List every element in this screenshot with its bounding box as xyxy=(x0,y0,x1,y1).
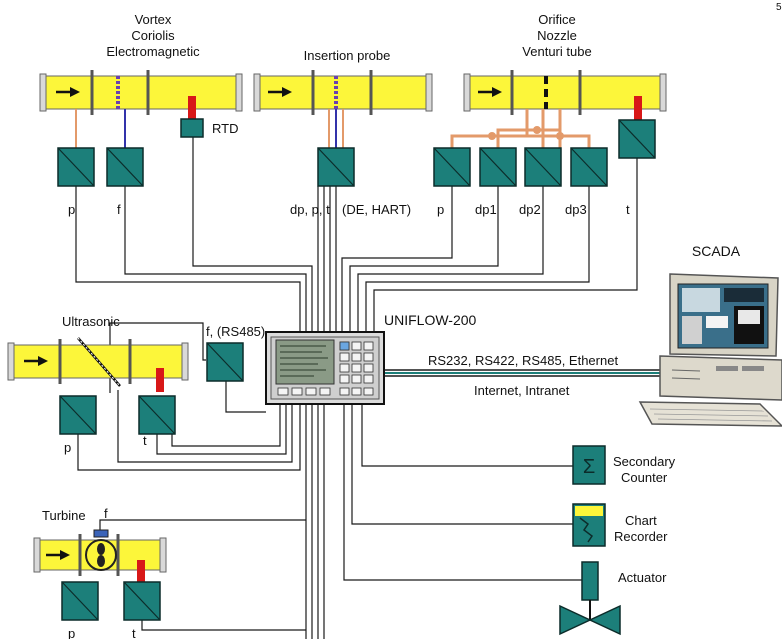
label-f: f xyxy=(104,506,108,521)
orifice-label: Orifice xyxy=(538,12,576,27)
turbine-meter-group: Turbine f p t xyxy=(33,506,167,639)
pressure-transmitter xyxy=(433,147,471,187)
actuator-valve-device: Actuator xyxy=(559,561,667,636)
label-t: t xyxy=(132,626,136,639)
scada-label: SCADA xyxy=(692,243,741,259)
keyboard-icon xyxy=(638,401,782,427)
vortex-meter-group: Vortex Coriolis Electromagnetic RTD p f xyxy=(39,12,243,217)
counter-label: Counter xyxy=(621,470,668,485)
secondary-label: Secondary xyxy=(613,454,676,469)
label-p: p xyxy=(64,440,71,455)
uniflow-label: UNIFLOW-200 xyxy=(384,312,477,328)
pressure-transmitter xyxy=(61,581,99,621)
rtd-label: RTD xyxy=(212,121,238,136)
temperature-probe-icon xyxy=(634,96,642,120)
chart-label: Chart xyxy=(625,513,657,528)
temperature-transmitter xyxy=(138,395,176,435)
recorder-trace-icon xyxy=(579,517,594,543)
scada-link xyxy=(383,369,666,377)
uniflow-200-unit: UNIFLOW-200 xyxy=(265,312,477,405)
insertion-signals-label: dp, p, t xyxy=(290,202,330,217)
label-p: p xyxy=(68,202,75,217)
orifice-meter-group: Orifice Nozzle Venturi tube p dp1 dp2 dp… xyxy=(433,12,667,217)
sigma-icon: Σ xyxy=(583,456,595,478)
temperature-probe-icon xyxy=(188,96,196,120)
venturi-tube-label: Venturi tube xyxy=(522,44,591,59)
recorder-label: Recorder xyxy=(614,529,668,544)
insertion-probe-group: Insertion probe dp, p, t (DE, HART) xyxy=(253,48,433,217)
ultrasonic-signal-label: f, (RS485) xyxy=(206,324,265,339)
pressure-transmitter xyxy=(57,147,95,187)
actuator-label: Actuator xyxy=(618,570,667,585)
label-p: p xyxy=(68,626,75,639)
label-p: p xyxy=(437,202,444,217)
label-t: t xyxy=(143,433,147,448)
ultrasonic-meter-group: Ultrasonic f, (RS485) p t xyxy=(7,314,265,455)
label-f: f xyxy=(117,202,121,217)
lcd-display xyxy=(275,339,335,385)
insertion-transmitter xyxy=(317,147,355,187)
insertion-protocol-label: (DE, HART) xyxy=(342,202,411,217)
label-dp1: dp1 xyxy=(475,202,497,217)
ultrasonic-label: Ultrasonic xyxy=(62,314,120,329)
coriolis-label: Coriolis xyxy=(131,28,175,43)
temperature-probe-icon xyxy=(156,368,164,392)
temperature-probe-icon xyxy=(137,560,145,584)
dp2-transmitter xyxy=(524,147,562,187)
label-t: t xyxy=(626,202,630,217)
page-number: 5 xyxy=(776,2,782,13)
secondary-counter-device: Σ Secondary Counter xyxy=(572,445,676,485)
label-dp2: dp2 xyxy=(519,202,541,217)
valve-icon xyxy=(559,604,592,636)
label-dp3: dp3 xyxy=(565,202,587,217)
dp3-transmitter xyxy=(570,147,608,187)
temperature-transmitter xyxy=(618,119,656,159)
keypad xyxy=(277,341,374,396)
temperature-transmitter xyxy=(123,581,161,621)
insertion-probe-label: Insertion probe xyxy=(304,48,391,63)
scada-protocols-label: RS232, RS422, RS485, Ethernet xyxy=(428,353,618,368)
scada-computer: SCADA RS232, RS422, RS485, Ethernet Inte… xyxy=(428,243,782,427)
nozzle-label: Nozzle xyxy=(537,28,577,43)
signal-cables xyxy=(75,133,638,639)
ultrasonic-transmitter xyxy=(206,342,244,382)
rtd-transmitter xyxy=(180,118,204,138)
chart-recorder-device: Chart Recorder xyxy=(572,503,668,547)
scada-networks-label: Internet, Intranet xyxy=(474,383,570,398)
frequency-transmitter xyxy=(106,147,144,187)
dp1-transmitter xyxy=(479,147,517,187)
pressure-transmitter xyxy=(59,395,97,435)
turbine-label: Turbine xyxy=(42,508,86,523)
electromagnetic-label: Electromagnetic xyxy=(106,44,200,59)
vortex-label: Vortex xyxy=(135,12,172,27)
